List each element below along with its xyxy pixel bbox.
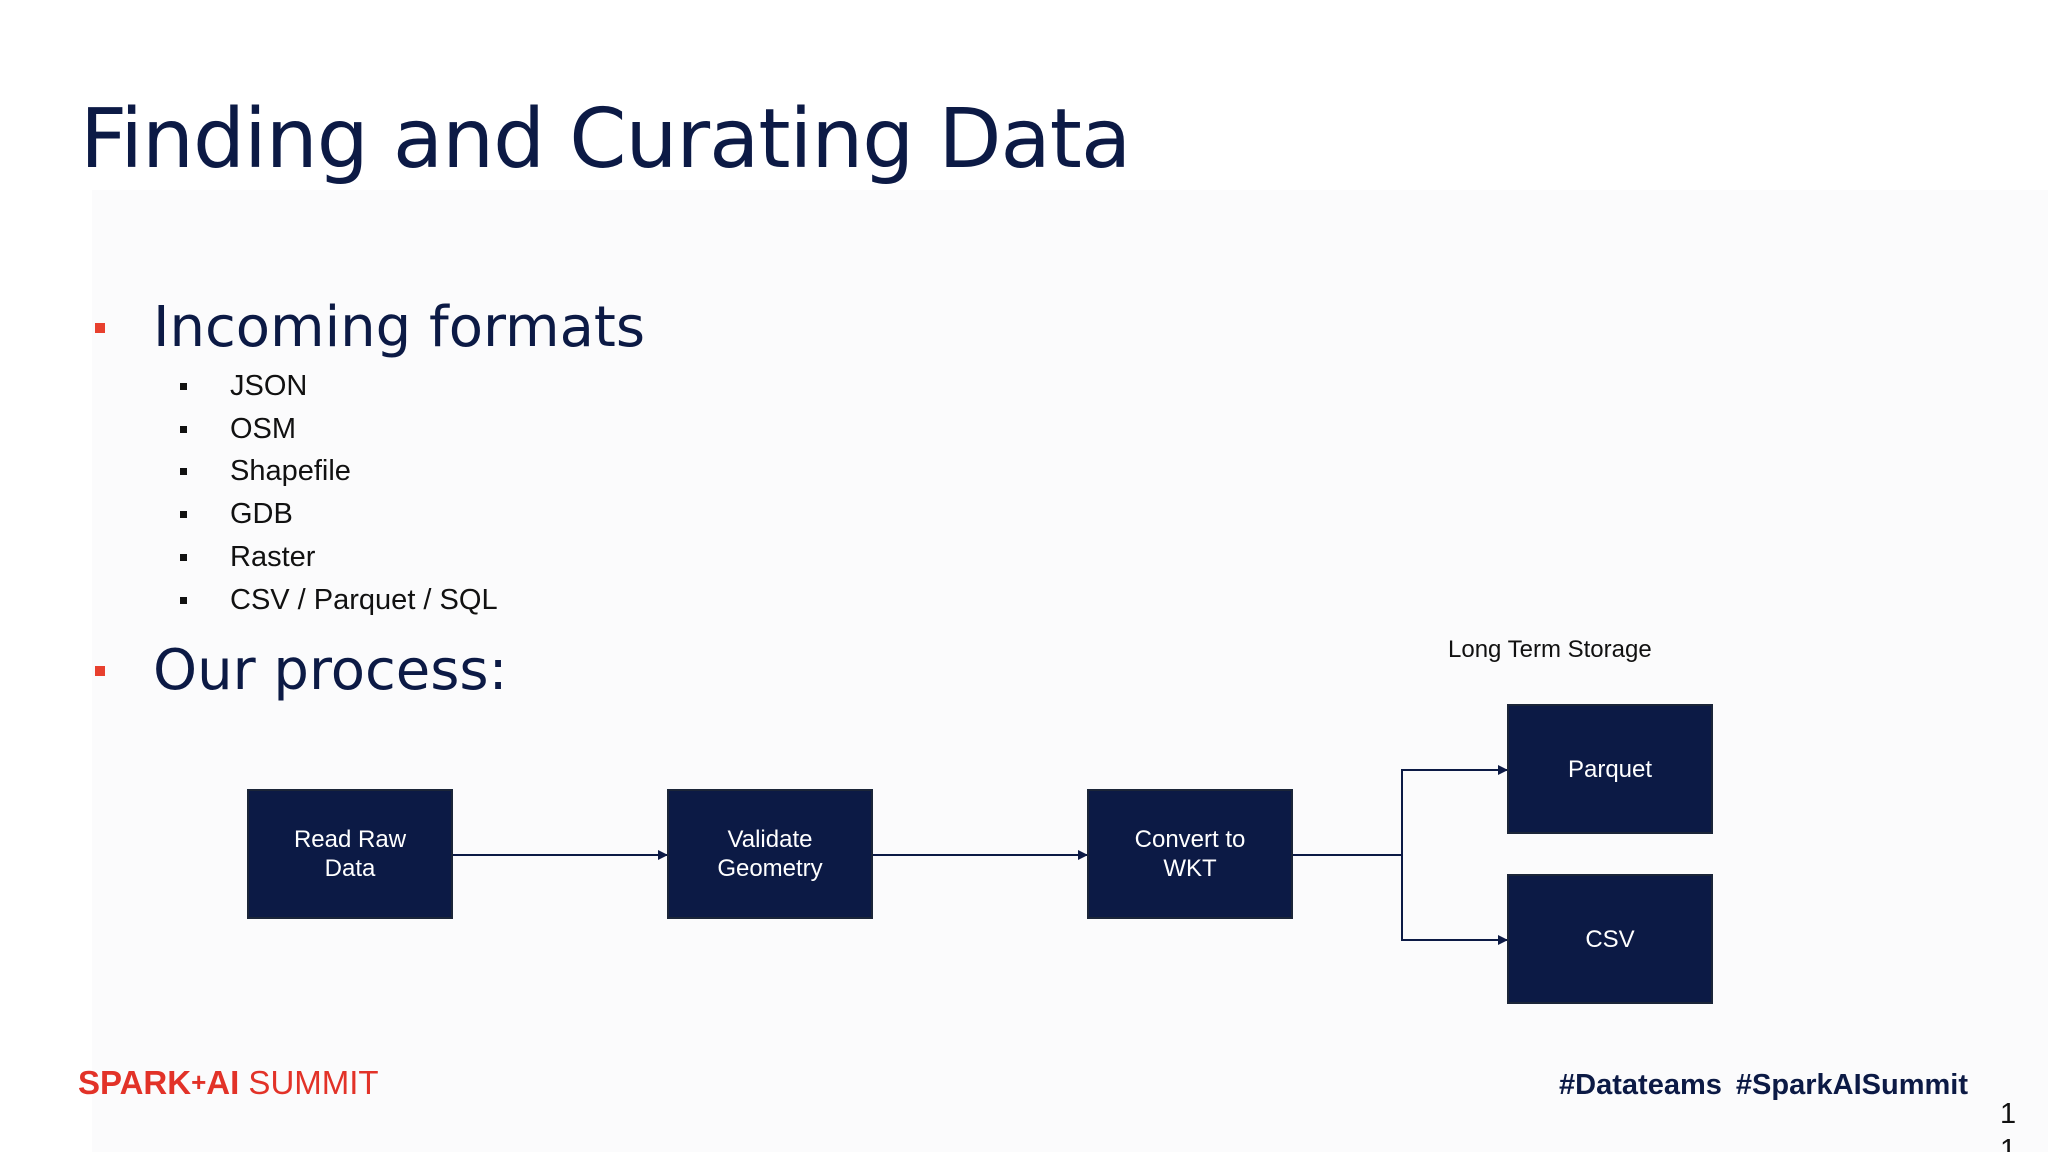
step-label-line2: WKT [1163,855,1217,882]
list-item-label: OSM [230,412,297,445]
bullet-label: Incoming formats [153,295,646,360]
list-item-label: JSON [230,369,308,402]
square-bullet-icon [180,554,187,562]
square-bullet-icon [180,468,187,476]
logo-ai: AI [206,1064,240,1101]
step-label-line1: Convert to [1134,826,1246,853]
step-validate-geometry: Validate Geometry [667,789,873,919]
spark-ai-summit-logo: SPARK+AI SUMMIT [78,1064,379,1102]
step-convert-to-wkt: Convert to WKT [1087,789,1293,919]
list-item: OSM [180,408,498,451]
list-item-label: CSV / Parquet / SQL [230,583,498,616]
list-item: CSV / Parquet / SQL [180,579,498,622]
logo-spark: SPARK [78,1064,192,1101]
step-read-raw-data: Read Raw Data [247,789,453,919]
output-parquet: Parquet [1507,704,1713,834]
output-csv: CSV [1507,874,1713,1004]
formats-list: JSON OSM Shapefile GDB Raster CSV / Parq… [180,365,498,622]
list-item-label: Raster [230,541,316,574]
step-label-line1: Validate [727,826,813,853]
slide-title: Finding and Curating Data [80,92,1131,187]
list-item: GDB [180,493,498,536]
step-label-line1: Read Raw [293,826,407,853]
footer-hashtags: #Datateams #SparkAISummit [1559,1069,1968,1101]
slide-background [92,190,2048,1152]
bullet-our-process: Our process: [95,638,507,703]
red-square-bullet-icon [95,665,105,676]
square-bullet-icon [180,596,187,604]
long-term-storage-label: Long Term Storage [1448,636,1652,663]
list-item-label: Shapefile [230,455,351,488]
square-bullet-icon [180,511,187,519]
page-number: 1 1 [2000,1098,2017,1152]
square-bullet-icon [180,425,187,433]
step-label-line2: Data [324,855,376,882]
step-label-line2: Geometry [717,855,823,882]
list-item-label: GDB [230,498,293,531]
logo-summit: SUMMIT [239,1064,379,1101]
red-square-bullet-icon [95,322,105,333]
output-label: CSV [1585,925,1635,953]
logo-plus: + [191,1067,207,1097]
output-label: Parquet [1567,755,1653,783]
square-bullet-icon [180,382,187,390]
bullet-label: Our process: [153,638,508,703]
list-item: Raster [180,536,498,579]
bullet-incoming-formats: Incoming formats [95,295,645,360]
list-item: Shapefile [180,451,498,494]
list-item: JSON [180,365,498,408]
